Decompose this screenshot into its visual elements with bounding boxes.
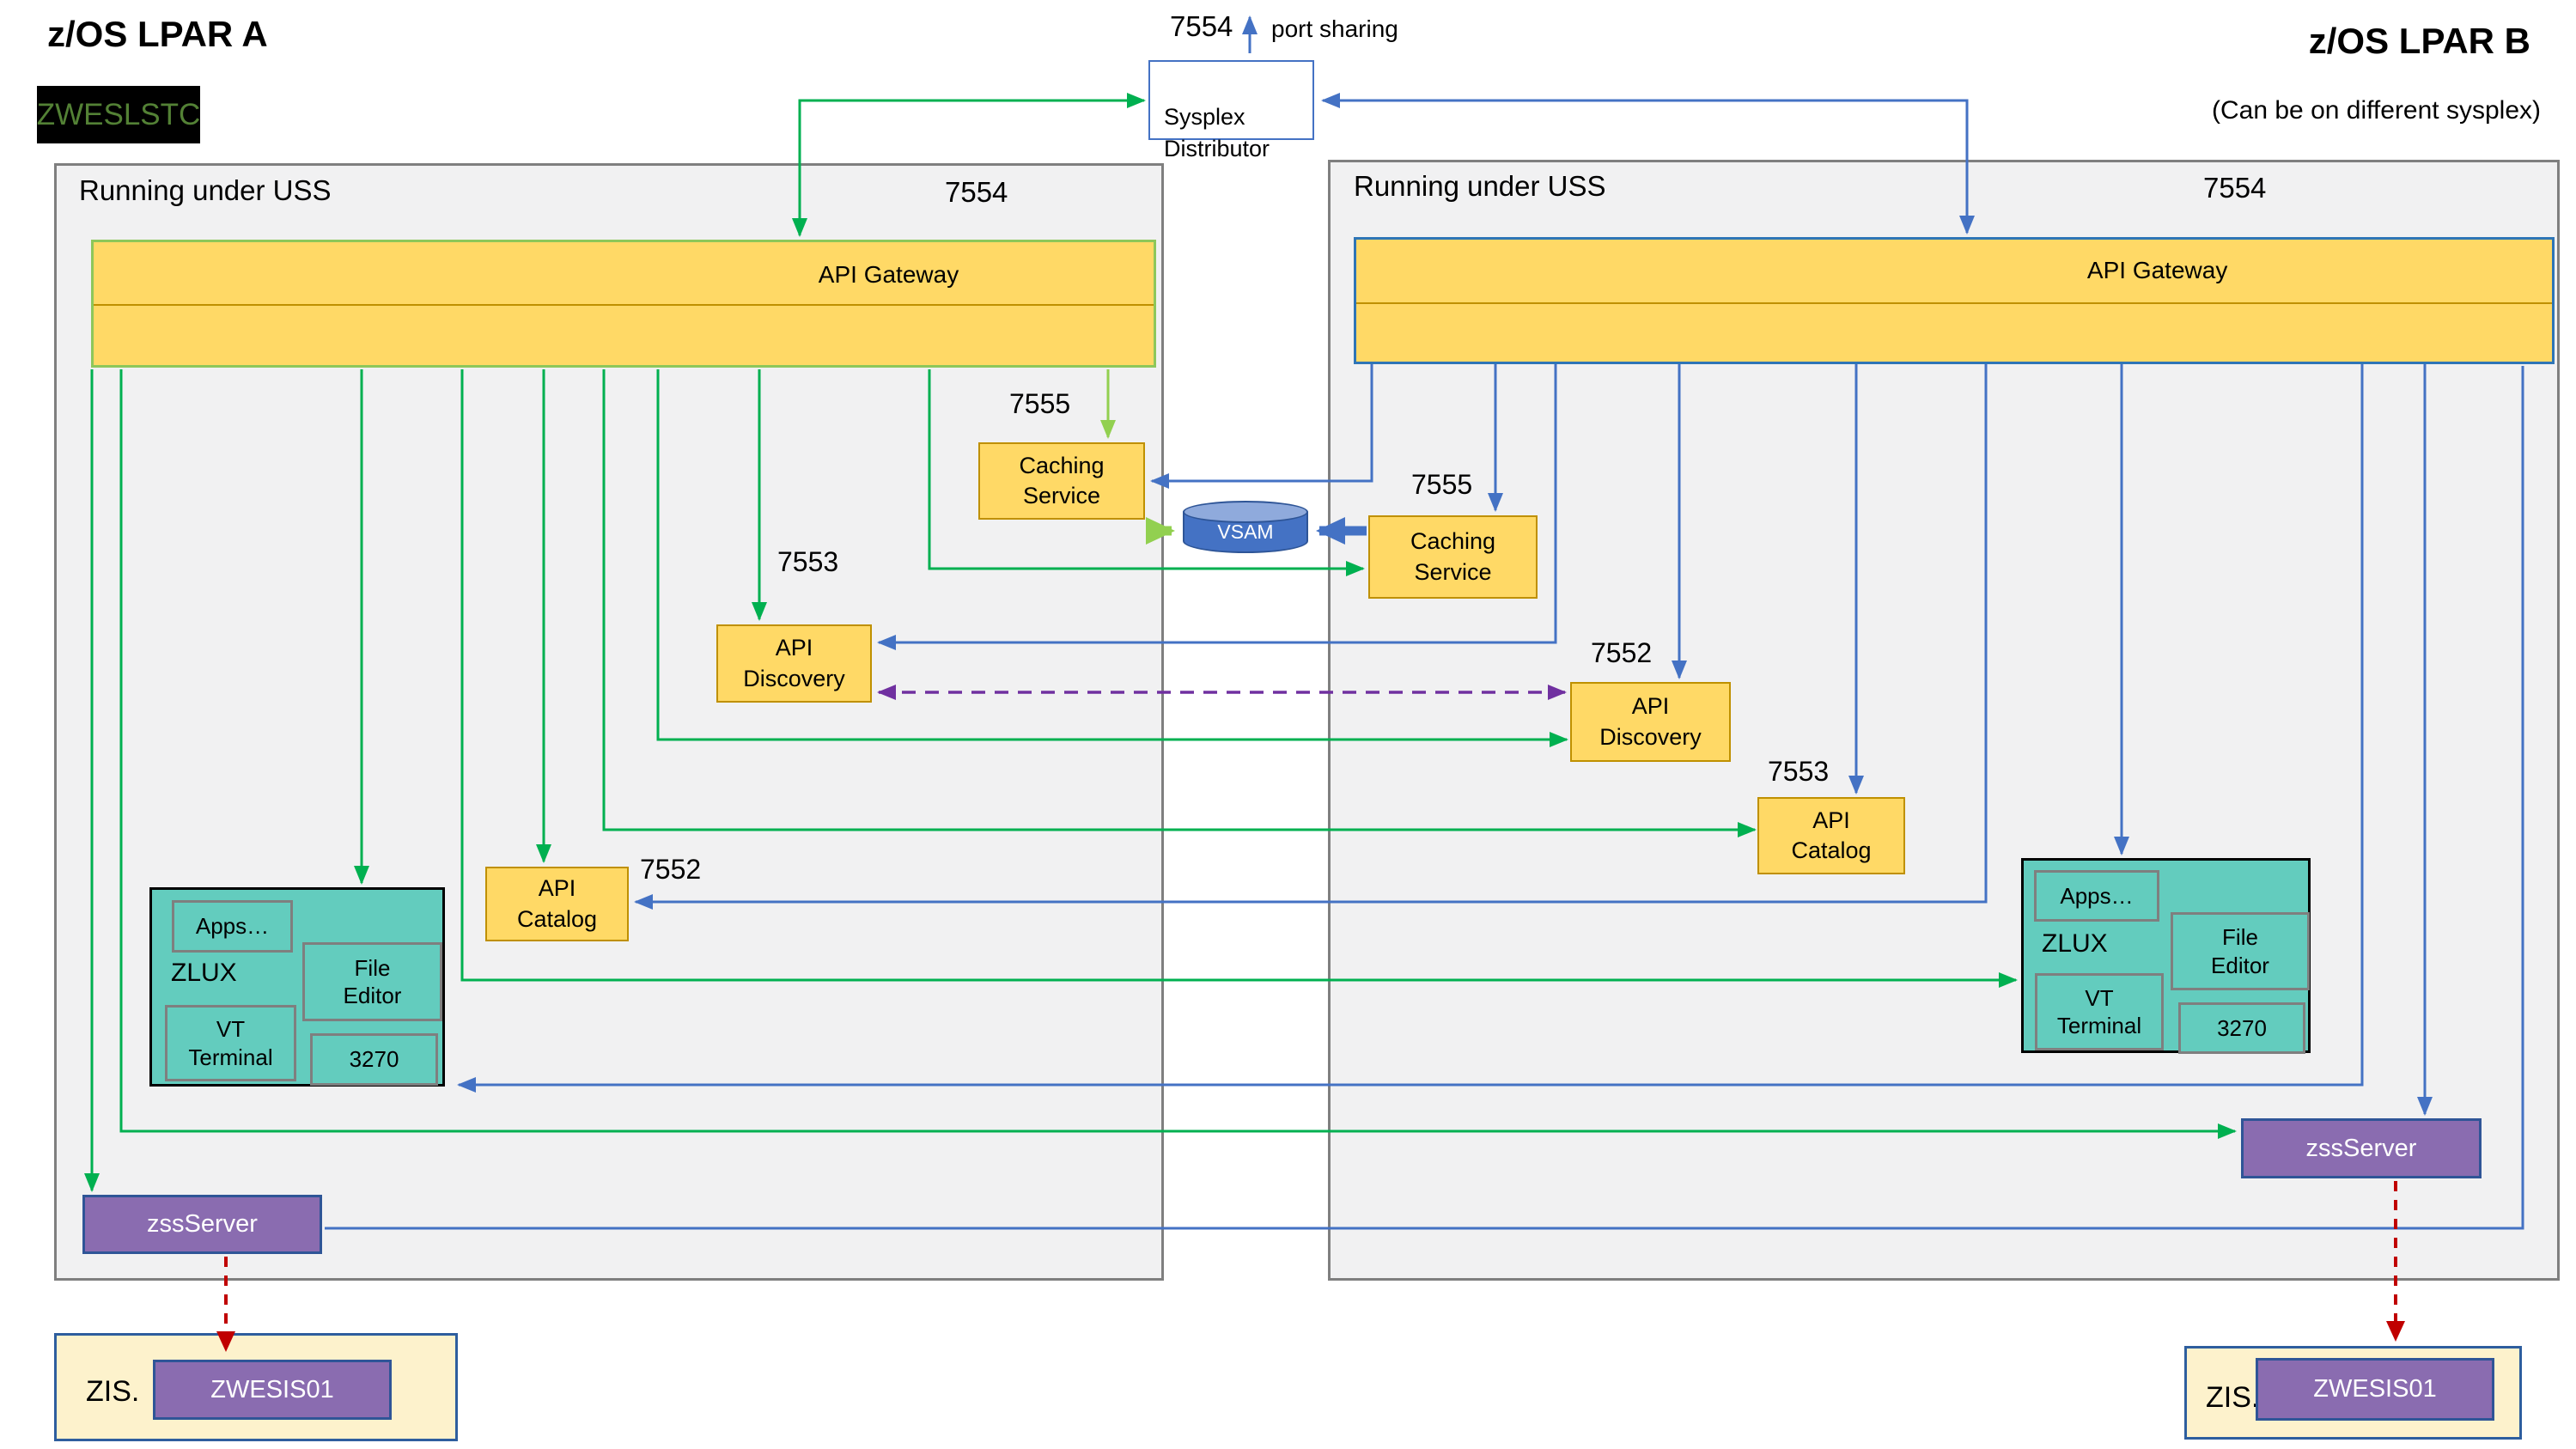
uss-label-lpar-a: Running under USS (79, 174, 332, 206)
zss-server-a: zssServer (82, 1195, 322, 1254)
caching-port-a: 7555 (1009, 388, 1071, 419)
zlux-name-b: ZLUX (2042, 929, 2108, 958)
zwesis01-box-b: ZWESIS01 (2256, 1358, 2494, 1421)
vsam-label: VSAM (1217, 521, 1274, 543)
zwesis01-label-a: ZWESIS01 (210, 1375, 334, 1403)
zlux-3270-b: 3270 (2178, 1002, 2305, 1054)
gateway-port-lpar-a: 7554 (945, 176, 1008, 208)
gateway-port-lpar-b: 7554 (2203, 172, 2267, 204)
lpar-a-title: z/OS LPAR A (47, 14, 268, 54)
api-catalog-a: API Catalog (485, 867, 629, 941)
zis-box-a: ZIS. ZWESIS01 (54, 1333, 458, 1441)
zis-box-b: ZIS. ZWESIS01 (2184, 1346, 2522, 1440)
api-discovery-b: API Discovery (1570, 682, 1731, 762)
discovery-port-a: 7553 (777, 546, 839, 577)
lpar-b-title: z/OS LPAR B (2308, 21, 2530, 61)
port-sharing-port: 7554 (1170, 10, 1233, 42)
zlux-vt-terminal-a: VT Terminal (165, 1005, 296, 1081)
api-gateway-label-a: API Gateway (818, 261, 959, 288)
zlux-name-a: ZLUX (171, 959, 237, 987)
caching-service-a: Caching Service (978, 442, 1145, 520)
zweslstc-badge: ZWESLSTC (37, 86, 200, 143)
zwesis01-label-b: ZWESIS01 (2313, 1375, 2437, 1403)
zlux-file-editor-b: File Editor (2171, 912, 2310, 990)
zlux-box-b: Apps… ZLUX File Editor VT Terminal 3270 (2021, 858, 2311, 1054)
zlux-vt-terminal-b: VT Terminal (2035, 973, 2164, 1050)
catalog-port-b: 7553 (1768, 756, 1830, 787)
api-catalog-b: API Catalog (1757, 797, 1905, 874)
zlux-apps-b: Apps… (2034, 870, 2159, 922)
lpar-b-subtitle: (Can be on different sysplex) (2212, 96, 2541, 125)
zss-server-b: zssServer (2241, 1118, 2482, 1178)
api-gateway-label-b: API Gateway (2086, 257, 2228, 283)
zwesis01-box-a: ZWESIS01 (153, 1360, 392, 1420)
zlux-3270-a: 3270 (310, 1033, 438, 1086)
caching-service-b: Caching Service (1368, 515, 1538, 599)
api-gateway-lpar-a: API Gateway (91, 240, 1156, 368)
zlux-apps-a: Apps… (172, 900, 293, 953)
zlux-file-editor-a: File Editor (302, 942, 442, 1021)
gateway-divider-b (1356, 302, 2552, 304)
gateway-divider-a (94, 304, 1154, 306)
zis-label-b: ZIS. (2206, 1381, 2260, 1414)
zlux-box-a: Apps… ZLUX File Editor VT Terminal 3270 (149, 887, 445, 1087)
sysplex-distributor-label: Sysplex Distributor (1164, 104, 1270, 161)
catalog-port-a: 7552 (640, 854, 702, 885)
api-discovery-a: API Discovery (716, 624, 872, 703)
api-gateway-lpar-b: API Gateway (1354, 237, 2555, 364)
sysplex-distributor-box: Sysplex Distributor (1148, 60, 1314, 161)
zweslstc-badge-label: ZWESLSTC (36, 97, 201, 131)
discovery-port-b: 7552 (1591, 637, 1653, 668)
caching-port-b: 7555 (1411, 469, 1473, 500)
zss-server-label-a: zssServer (147, 1210, 258, 1238)
uss-label-lpar-b: Running under USS (1354, 170, 1606, 202)
zss-server-label-b: zssServer (2305, 1134, 2417, 1162)
port-sharing-label: port sharing (1271, 15, 1398, 42)
zis-label-a: ZIS. (86, 1375, 140, 1408)
